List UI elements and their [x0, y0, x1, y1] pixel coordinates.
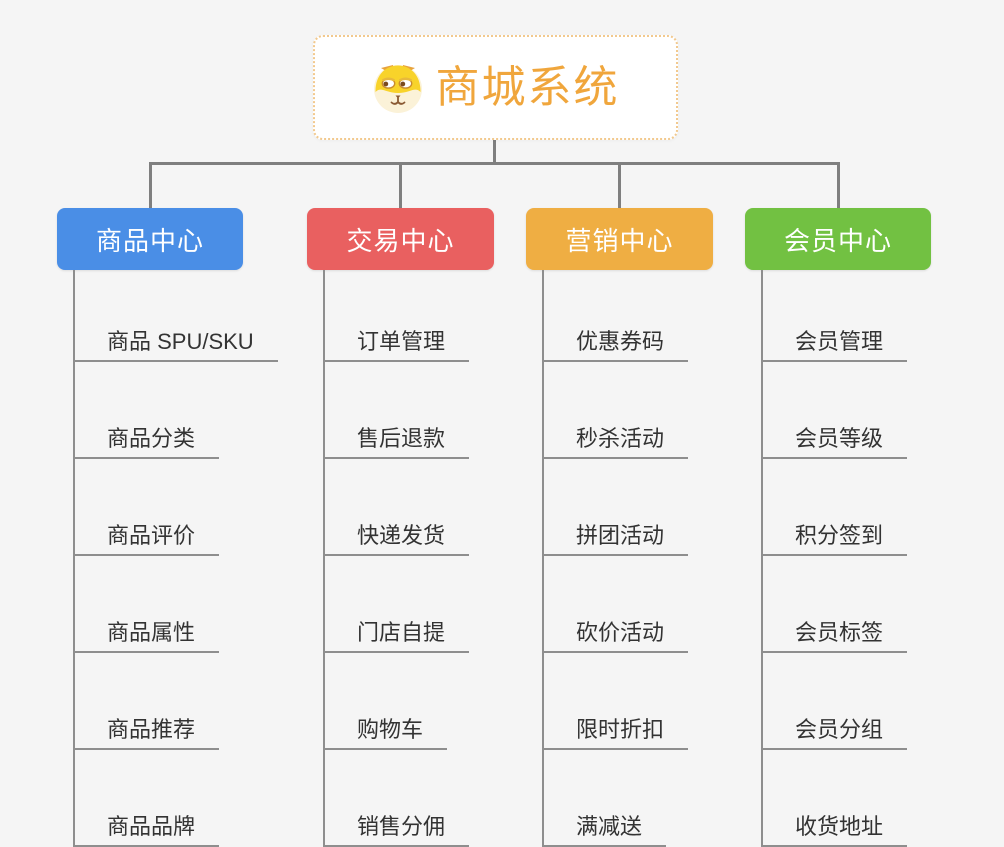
subtopic[interactable]: 快递发货	[325, 459, 470, 556]
subtopic[interactable]: 商品品牌	[75, 750, 220, 847]
subtopic[interactable]: 订单管理	[325, 270, 470, 362]
subtopic[interactable]: 售后退款	[325, 362, 470, 459]
connector-drop-member	[837, 162, 840, 208]
subtopic[interactable]: 满减送	[544, 750, 667, 847]
subtopic[interactable]: 会员标签	[763, 556, 908, 653]
subtopic[interactable]: 门店自提	[325, 556, 470, 653]
subtopic[interactable]: 销售分佣	[325, 750, 470, 847]
connector-drop-trade	[399, 162, 402, 208]
subtopic[interactable]: 砍价活动	[544, 556, 689, 653]
subtopic[interactable]: 商品推荐	[75, 653, 220, 750]
connector-drop-marketing	[618, 162, 621, 208]
subtopic[interactable]: 收货地址	[763, 750, 908, 847]
branch-label: 营销中心	[565, 225, 674, 256]
subtopic[interactable]: 商品评价	[75, 459, 220, 556]
subtopic-column-marketing: 优惠券码 秒杀活动 拼团活动 砍价活动 限时折扣 满减送	[542, 270, 689, 847]
subtopic-column-member: 会员管理 会员等级 积分签到 会员标签 会员分组 收货地址	[761, 270, 908, 847]
subtopic[interactable]: 商品属性	[75, 556, 220, 653]
subtopic[interactable]: 商品分类	[75, 362, 220, 459]
branch-topic-trade[interactable]: 交易中心	[307, 208, 494, 270]
subtopic[interactable]: 会员等级	[763, 362, 908, 459]
subtopic[interactable]: 秒杀活动	[544, 362, 689, 459]
branch-topic-member[interactable]: 会员中心	[745, 208, 931, 270]
root-topic-title: 商城系统	[435, 62, 620, 112]
subtopic-column-trade: 订单管理 售后退款 快递发货 门店自提 购物车 销售分佣	[323, 270, 470, 847]
subtopic[interactable]: 限时折扣	[544, 653, 689, 750]
subtopic[interactable]: 积分签到	[763, 459, 908, 556]
branch-label: 交易中心	[346, 225, 455, 256]
subtopic[interactable]: 购物车	[325, 653, 448, 750]
subtopic[interactable]: 商品 SPU/SKU	[75, 270, 278, 362]
subtopic-column-product: 商品 SPU/SKU 商品分类 商品评价 商品属性 商品推荐 商品品牌	[73, 270, 278, 847]
subtopic[interactable]: 会员分组	[763, 653, 908, 750]
subtopic[interactable]: 会员管理	[763, 270, 908, 362]
subtopic[interactable]: 优惠券码	[544, 270, 689, 362]
connector-drop-product	[149, 162, 152, 208]
connector-horizontal-bar	[149, 162, 840, 165]
branch-label: 会员中心	[783, 225, 892, 256]
connector-root-stub	[493, 140, 496, 163]
branch-topic-marketing[interactable]: 营销中心	[526, 208, 713, 270]
branch-topic-product[interactable]: 商品中心	[57, 208, 243, 270]
dog-face-icon	[373, 64, 422, 113]
root-topic[interactable]: 商城系统	[313, 35, 678, 140]
subtopic[interactable]: 拼团活动	[544, 459, 689, 556]
branch-label: 商品中心	[95, 225, 204, 256]
